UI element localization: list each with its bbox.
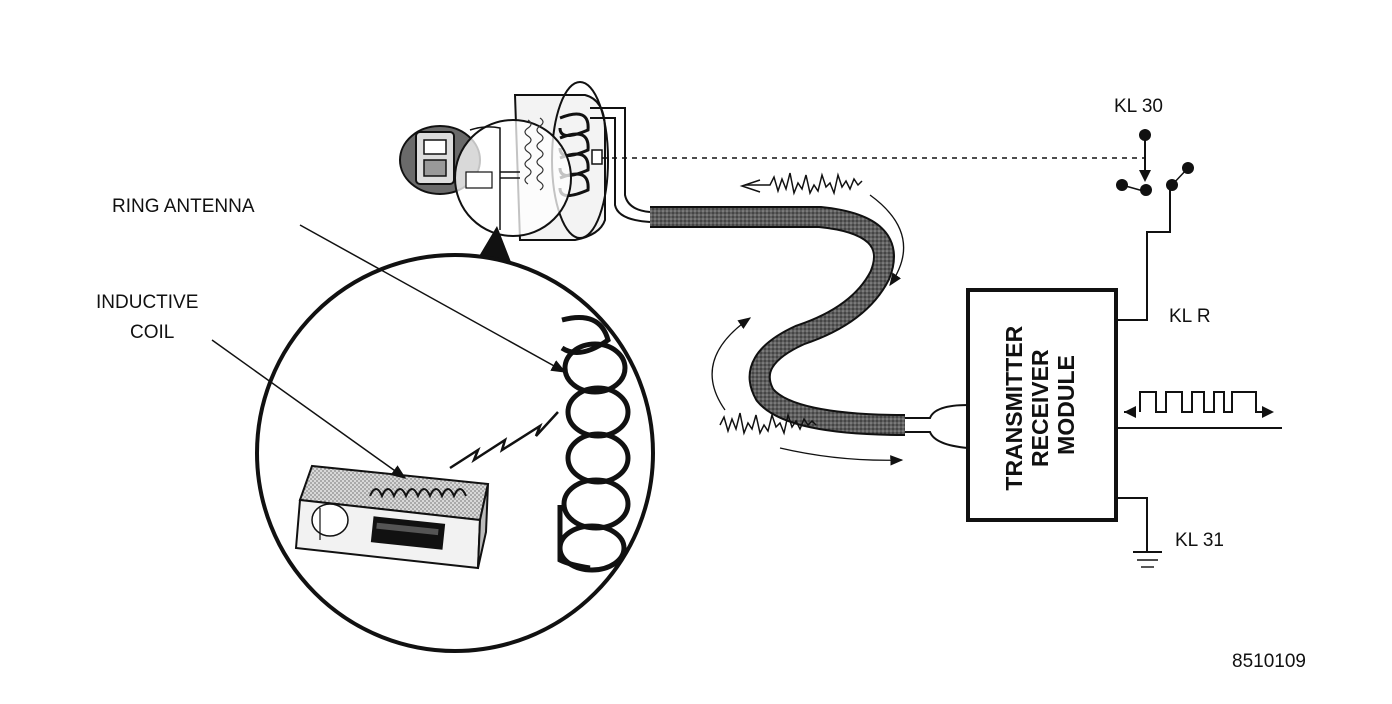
ignition-lock-cylinder: [399, 81, 651, 241]
module-label: TRANSMITTER RECEIVER MODULE: [1001, 319, 1079, 490]
transmitter-receiver-module: [966, 288, 1118, 522]
signal-wave-top: [745, 172, 863, 196]
detail-magnified-view: [255, 253, 655, 653]
ignition-switch-kl30: [1116, 129, 1194, 196]
inductive-coil-leader: [211, 339, 407, 479]
antenna-cable: [650, 206, 906, 436]
ring-antenna-label: RING ANTENNA: [112, 196, 255, 217]
inductive-coil-label-line1: INDUCTIVE: [96, 292, 199, 313]
signal-arrow-bottom: [779, 447, 904, 466]
ring-antenna-leader: [299, 224, 567, 373]
kl30-label: KL 30: [1114, 96, 1163, 117]
wireless-signal-bolt: [449, 411, 559, 470]
transponder-chip: [294, 464, 490, 570]
klr-wire: [1116, 190, 1171, 321]
kl31-label: KL 31: [1175, 530, 1224, 551]
ground-kl31: [1116, 497, 1162, 568]
figure-number: 8510109: [1232, 651, 1306, 672]
inductive-coil: [369, 488, 467, 499]
signal-arrow-right: [869, 194, 905, 287]
signal-arrow-left: [711, 317, 752, 411]
klr-label: KL R: [1169, 306, 1211, 327]
signal-wave-bottom: [719, 412, 817, 436]
inductive-coil-label-line2: COIL: [130, 322, 175, 343]
cable-connector-wires: [905, 404, 969, 449]
ring-antenna-small-coil: [558, 112, 590, 197]
data-line: [1116, 391, 1282, 429]
